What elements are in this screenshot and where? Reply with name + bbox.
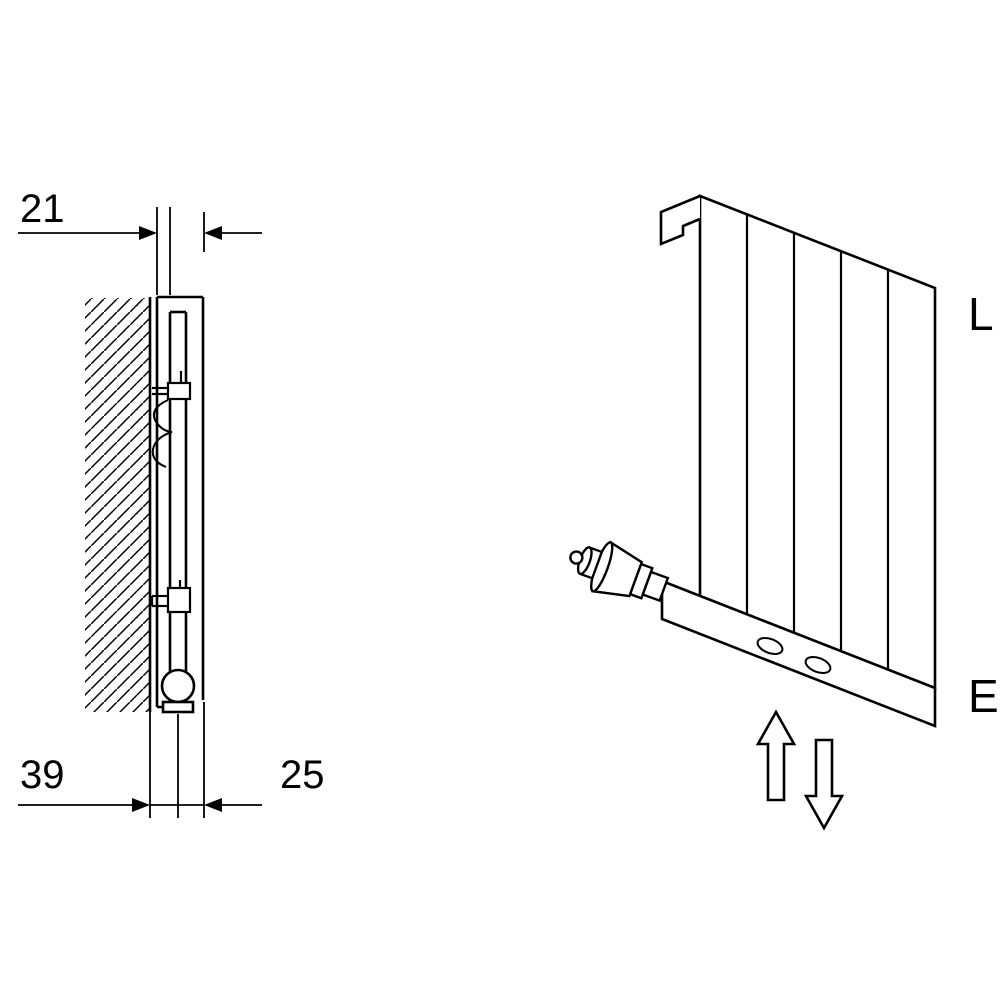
flow-down-arrow-icon — [803, 738, 845, 831]
arrowhead-left-icon — [204, 226, 222, 240]
arrowhead-right-icon — [139, 226, 157, 240]
valve-knob-tip — [569, 550, 584, 565]
port-label-E: E — [968, 670, 999, 722]
dim-label-25: 25 — [280, 753, 325, 797]
valve-bottom-cap — [161, 700, 195, 714]
side-view: 21 39 25 — [18, 187, 325, 818]
connection-hole — [804, 655, 832, 675]
dim-label-39: 39 — [20, 753, 65, 797]
wall-hatch — [85, 298, 149, 712]
flow-up-arrow-icon — [755, 709, 797, 802]
dimension-39-25 — [18, 702, 262, 818]
bottom-connection — [160, 668, 196, 714]
radiator-profile — [155, 295, 205, 709]
thermostatic-valve — [569, 540, 670, 603]
lower-bracket-body — [166, 586, 192, 614]
connection-hole — [756, 636, 784, 656]
arrowhead-left-icon — [204, 798, 222, 812]
upper-bracket-clip — [166, 381, 192, 401]
port-label-L: L — [968, 288, 994, 340]
bottom-header — [660, 579, 937, 728]
perspective-view: L E — [569, 194, 999, 831]
arrowhead-right-icon — [132, 798, 150, 812]
valve-circle — [160, 668, 196, 704]
slat-lines — [745, 214, 890, 670]
spring-clip-squiggle — [151, 399, 173, 468]
dimension-21 — [18, 207, 262, 295]
lower-bracket — [150, 580, 192, 614]
top-cover-channel — [659, 194, 701, 246]
upper-bracket — [151, 371, 192, 468]
dim-label-21: 21 — [20, 187, 65, 231]
